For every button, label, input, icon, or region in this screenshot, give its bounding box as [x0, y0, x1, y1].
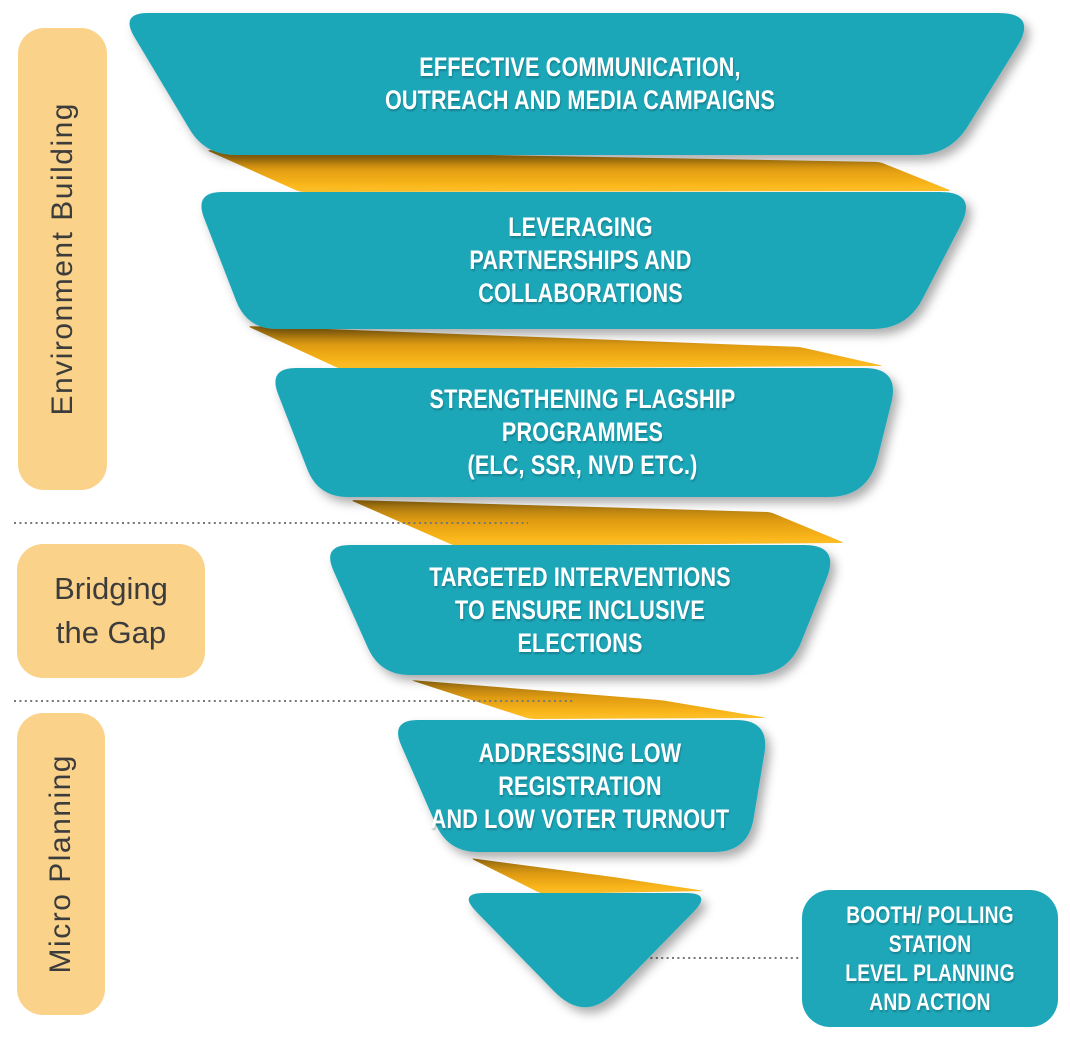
stage-bridging-the-gap: Bridging the Gap [17, 544, 205, 678]
callout-label: BOOTH/ POLLING STATION LEVEL PLANNING AN… [845, 901, 1015, 1016]
funnel-level-4-label: TARGETED INTERVENTIONS TO ENSURE INCLUSI… [429, 562, 731, 658]
funnel-level-5-label: ADDRESSING LOW REGISTRATION AND LOW VOTE… [430, 737, 730, 834]
funnel-ribbon-2 [249, 326, 882, 369]
stage-environment-building: Environment Building [18, 28, 107, 490]
funnel-level-3-label: STRENGTHENING FLAGSHIP PROGRAMMES (ELC, … [429, 384, 736, 480]
funnel-ribbon-4 [412, 680, 766, 719]
stage-micro-planning: Micro Planning [17, 713, 105, 1015]
funnel-level-5-shape [398, 720, 766, 852]
stage-label: Micro Planning [44, 754, 77, 974]
funnel-level-1-shape [129, 13, 1025, 155]
funnel-level-2-shape [201, 192, 967, 329]
funnel-level-3-shape [275, 368, 893, 497]
funnel-ribbon-5 [472, 858, 703, 894]
stage-label: Bridging the Gap [54, 571, 168, 650]
stage-label: Environment Building [45, 102, 79, 416]
funnel-ribbon-3 [352, 500, 843, 546]
funnel-level-1-label: EFFECTIVE COMMUNICATION, OUTREACH AND ME… [384, 52, 776, 115]
callout-box [802, 890, 1058, 1027]
funnel-ribbon-1 [208, 150, 950, 192]
funnel-level-2-label: LEVERAGING PARTNERSHIPS AND COLLABORATIO… [469, 212, 692, 308]
funnel-level-4-shape [330, 545, 831, 675]
funnel-triangle-shape [468, 893, 702, 1008]
